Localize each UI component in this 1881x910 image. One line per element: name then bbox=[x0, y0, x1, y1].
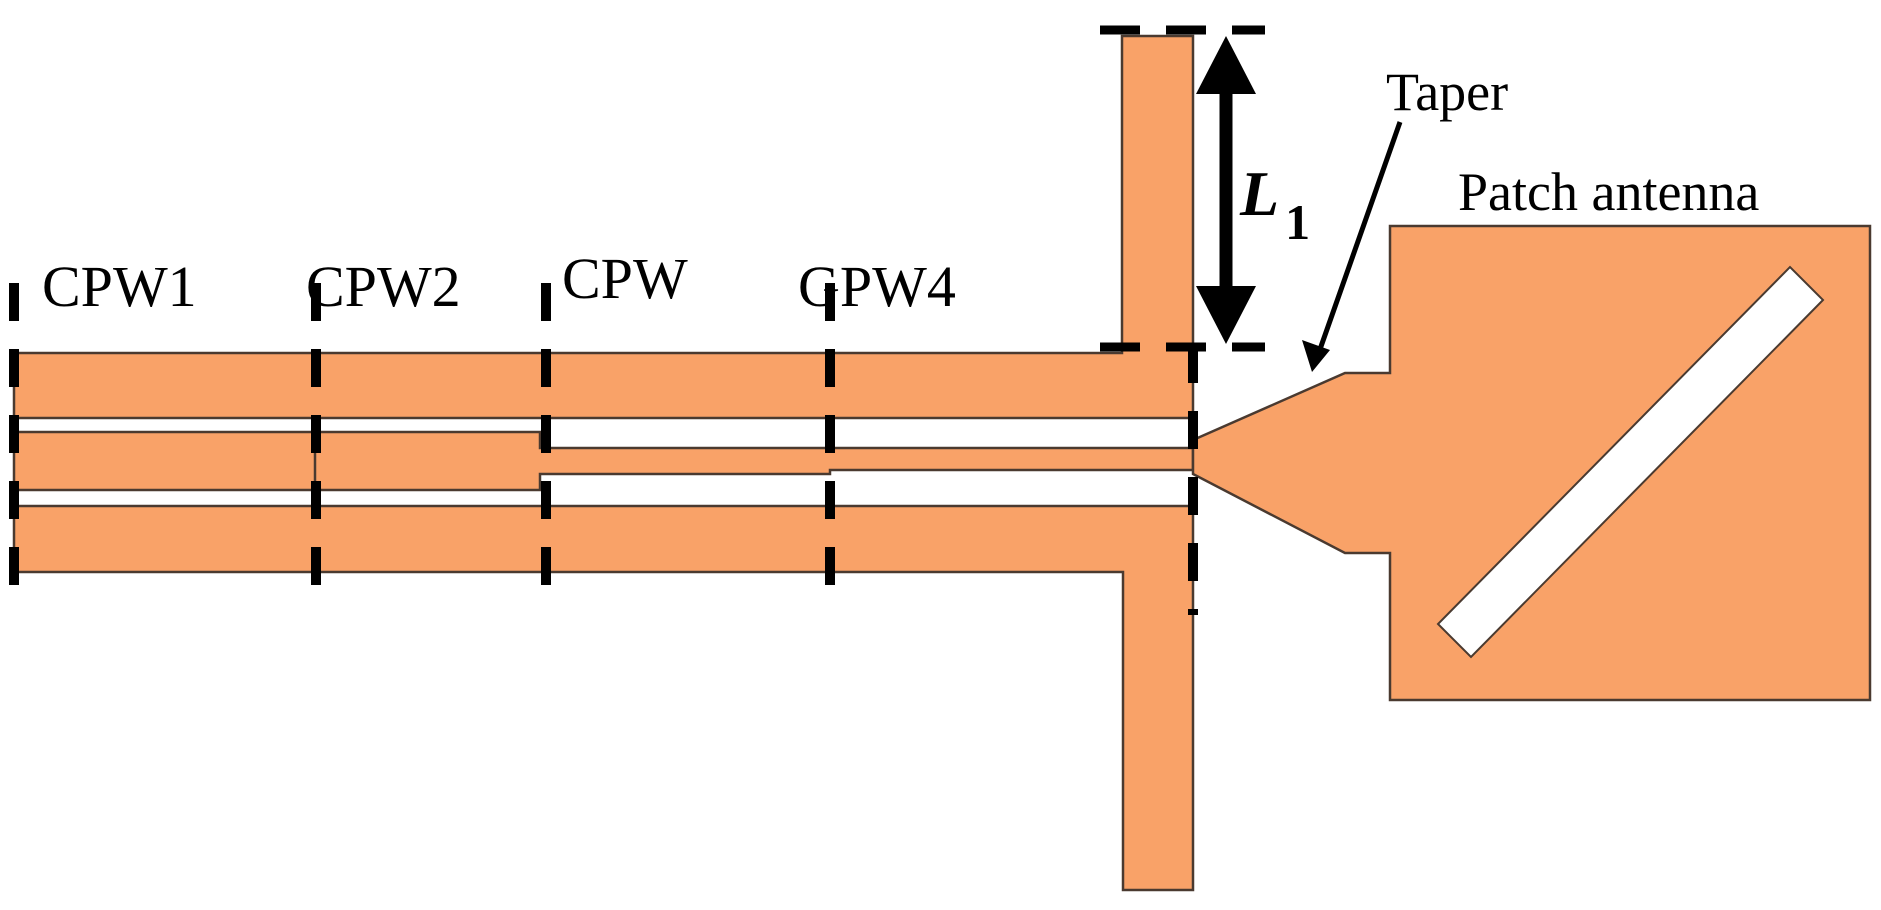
section-boundary-dashes bbox=[9, 25, 1265, 615]
dimension-arrowhead-down bbox=[1196, 286, 1256, 344]
cpw1-label: CPW1 bbox=[42, 254, 197, 319]
taper-pointer-head bbox=[1302, 340, 1330, 372]
bottom-ground-plane-with-stub bbox=[12, 504, 1195, 892]
taper-pointer-line bbox=[1315, 121, 1403, 356]
taper-callout-arrow bbox=[1302, 121, 1403, 372]
cpw3-label: CPW bbox=[562, 246, 688, 311]
text-labels: CPW1 CPW2 CPW GPW4 Taper Patch antenna L… bbox=[42, 62, 1759, 319]
top-ground-plane-with-stub bbox=[12, 34, 1195, 420]
patch-antenna-with-taper bbox=[1191, 224, 1872, 702]
signal-line bbox=[12, 430, 1195, 492]
taper-label: Taper bbox=[1386, 62, 1508, 122]
cpw2-label: CPW2 bbox=[306, 254, 461, 319]
l1-symbol: L bbox=[1239, 158, 1279, 229]
l1-dimension-arrow bbox=[1196, 36, 1256, 344]
l1-subscript: 1 bbox=[1285, 194, 1310, 250]
patch-diagonal-slot bbox=[1436, 265, 1825, 659]
dimension-arrowhead-up bbox=[1196, 36, 1256, 94]
patch-antenna-label: Patch antenna bbox=[1458, 162, 1759, 222]
cpw4-label: GPW4 bbox=[798, 254, 956, 319]
